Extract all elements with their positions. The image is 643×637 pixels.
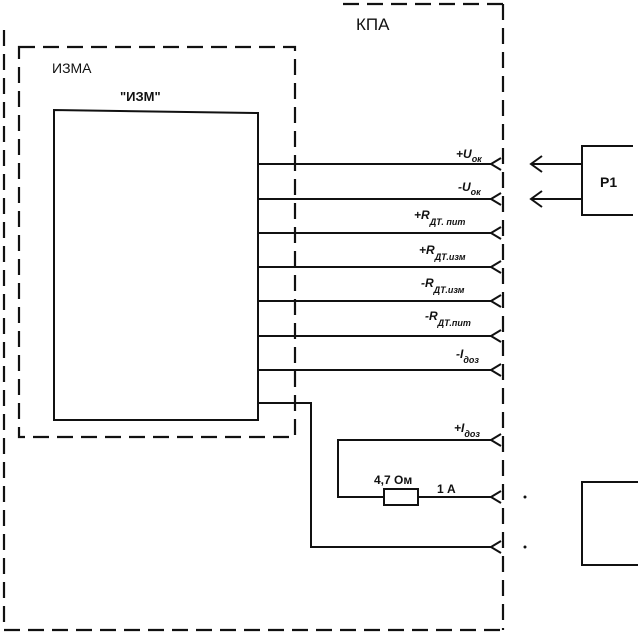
mark-dot	[523, 495, 527, 499]
pin-label-u-ok-minus: -Uок	[458, 180, 481, 197]
signal-arrows	[529, 155, 582, 208]
izm-device	[53, 108, 259, 421]
resistor-value-label: 4,7 Ом	[374, 473, 412, 487]
izma-label: ИЗМА	[52, 60, 92, 76]
connector-sockets	[489, 157, 502, 554]
kpa-label: КПА	[356, 15, 390, 34]
pin-label-i-doz-minus: -Iдоз	[456, 347, 479, 365]
pin-label-r-dt-izm-plus: +RДТ.изм	[419, 243, 466, 262]
pin-label-r-dt-pit-plus: +RДТ. пит	[414, 208, 465, 227]
signal-wires	[258, 163, 491, 548]
izm-label: "ИЗМ"	[120, 89, 161, 104]
resistor	[383, 488, 419, 506]
p1-label: Р1	[600, 174, 617, 190]
external-device-partial	[581, 481, 638, 566]
izma-block	[17, 45, 297, 439]
pin-label-u-ok-plus: +Uок	[456, 147, 482, 164]
mark-dot	[523, 545, 527, 549]
kpa-frame	[2, 2, 505, 632]
current-value-label: 1 А	[437, 482, 456, 496]
pin-label-r-dt-izm-minus: -RДТ.изм	[421, 276, 465, 295]
p1-block: Р1	[581, 145, 633, 216]
pin-label-i-doz-plus: +Iдоз	[454, 421, 480, 439]
pin-labels: +Uок -Uок +RДТ. пит +RДТ.изм -RДТ.изм -R…	[414, 147, 482, 439]
pin-label-r-dt-pit-minus: -RДТ.пит	[425, 309, 471, 328]
